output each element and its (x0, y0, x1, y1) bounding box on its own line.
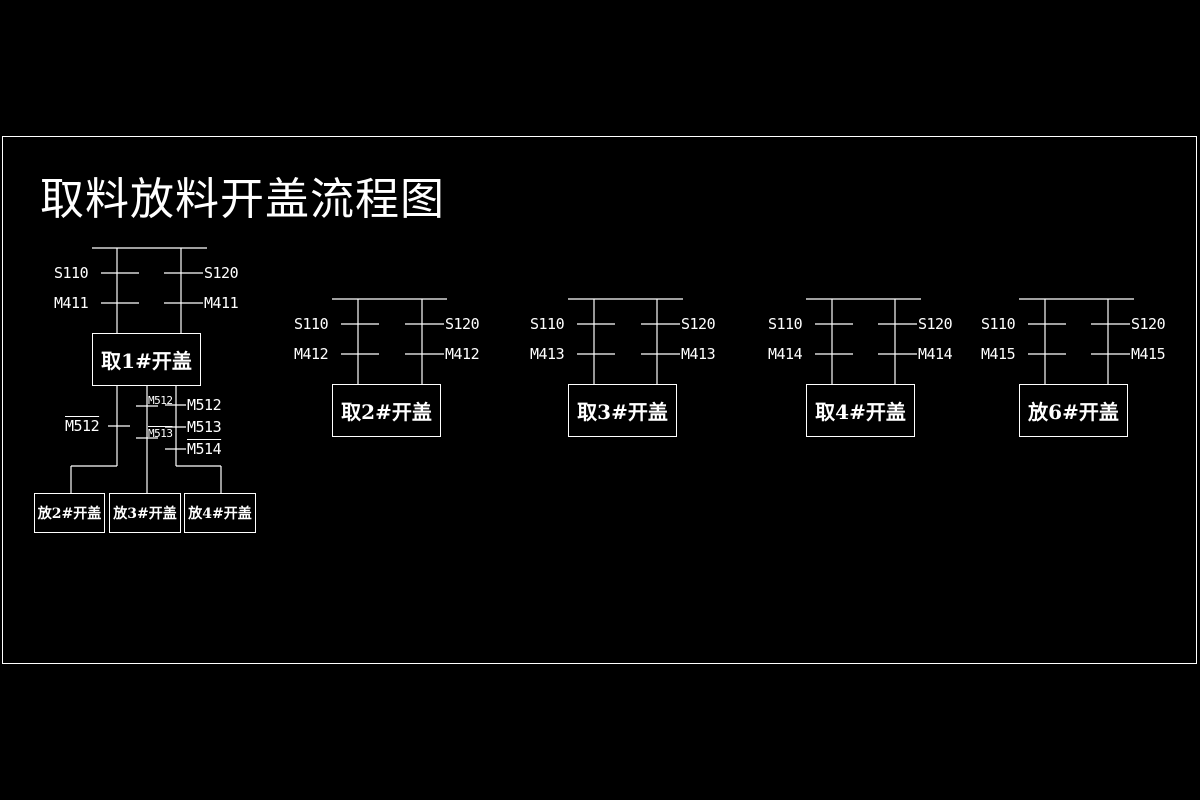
contact-label: M413 (530, 345, 565, 363)
contact-label: S110 (530, 315, 565, 333)
condition-label-negated: M513 (148, 427, 173, 440)
group5-lines (1019, 298, 1134, 384)
condition-label-negated: M514 (187, 440, 222, 458)
step-box-take-4: 取4#开盖 (806, 384, 915, 437)
contact-label: M411 (54, 294, 89, 312)
step-box-take-1: 取1#开盖 (92, 333, 201, 386)
contact-label: M411 (204, 294, 239, 312)
contact-label: M414 (918, 345, 953, 363)
group1-lines (70, 247, 222, 493)
condition-label: M513 (187, 418, 222, 436)
contact-label: S120 (445, 315, 480, 333)
contact-label: S120 (681, 315, 716, 333)
contact-label: M414 (768, 345, 803, 363)
step-box-put-4: 放4#开盖 (184, 493, 256, 533)
condition-label: M512 (148, 394, 173, 407)
condition-label: M512 (187, 396, 222, 414)
group2-lines (332, 298, 447, 384)
contact-label: S120 (1131, 315, 1166, 333)
contact-label: S110 (294, 315, 329, 333)
step-box-put-2: 放2#开盖 (34, 493, 105, 533)
diagram-title: 取料放料开盖流程图 (40, 174, 445, 225)
contact-label: M412 (445, 345, 480, 363)
contact-label: S110 (54, 264, 89, 282)
step-box-take-3: 取3#开盖 (568, 384, 677, 437)
contact-label: M415 (1131, 345, 1166, 363)
step-box-take-2: 取2#开盖 (332, 384, 441, 437)
contact-label: S110 (981, 315, 1016, 333)
contact-label: S120 (204, 264, 239, 282)
group4-lines (806, 298, 921, 384)
step-box-put-3: 放3#开盖 (109, 493, 181, 533)
contact-label: S110 (768, 315, 803, 333)
contact-label: S120 (918, 315, 953, 333)
contact-label: M413 (681, 345, 716, 363)
contact-label: M415 (981, 345, 1016, 363)
condition-label-negated: M512 (65, 417, 100, 435)
group3-lines (568, 298, 683, 384)
contact-label: M412 (294, 345, 329, 363)
step-box-put-6: 放6#开盖 (1019, 384, 1128, 437)
drawing-frame (2, 136, 1197, 664)
